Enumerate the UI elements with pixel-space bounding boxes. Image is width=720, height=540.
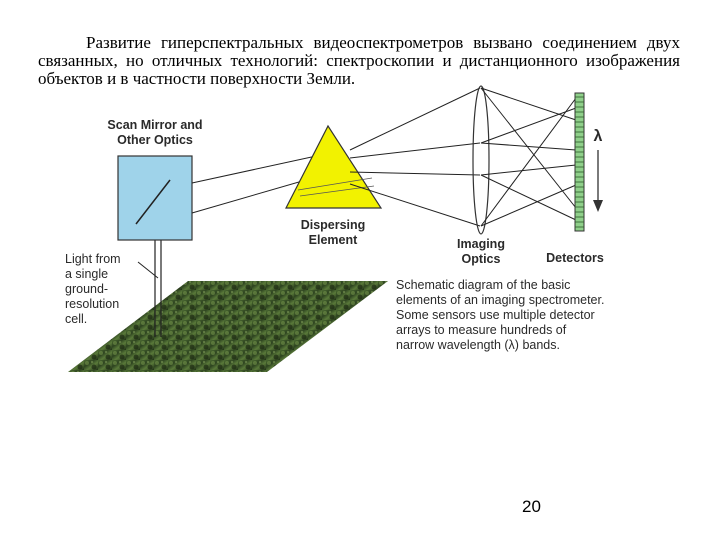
light-note-line1: Light from (65, 252, 145, 267)
imaging-optics-label: Imaging Optics (446, 237, 516, 267)
figure-caption: Schematic diagram of the basic elements … (396, 278, 606, 353)
focus-beam-8 (481, 98, 576, 226)
focus-beam-2 (481, 88, 576, 208)
lambda-symbol: λ (589, 129, 607, 144)
focus-beam-3 (481, 108, 576, 143)
scan-mirror-label-line1: Scan Mirror and (95, 118, 215, 133)
detectors-label-text: Detectors (535, 251, 615, 266)
focus-beam-5 (481, 165, 576, 175)
scan-mirror-label-line2: Other Optics (95, 133, 215, 148)
detectors-label: Detectors (535, 251, 615, 266)
page-number: 20 (522, 497, 541, 517)
light-note-line2: a single (65, 267, 145, 282)
focus-beam-1 (481, 88, 576, 120)
dispersed-beam-2 (350, 143, 480, 158)
focus-beam-7 (481, 185, 576, 226)
focus-beam-6 (481, 175, 576, 220)
light-note-line3: ground- (65, 282, 145, 297)
imaging-label-line1: Imaging (446, 237, 516, 252)
light-note-line5: cell. (65, 312, 145, 327)
imaging-lens (473, 86, 489, 234)
light-source-note: Light from a single ground- resolution c… (65, 252, 145, 327)
lambda-label: λ (589, 129, 607, 144)
focus-beam-4 (481, 143, 576, 150)
dispersed-beam-1 (350, 88, 480, 150)
light-note-line4: resolution (65, 297, 145, 312)
wavelength-arrowhead (593, 200, 603, 212)
imaging-label-line2: Optics (446, 252, 516, 267)
dispersing-label-line2: Element (283, 233, 383, 248)
dispersing-label-line1: Dispersing (283, 218, 383, 233)
dispersed-beam-3 (350, 172, 480, 175)
scan-mirror-box (118, 156, 192, 240)
dispersing-label: Dispersing Element (283, 218, 383, 248)
scan-mirror-label: Scan Mirror and Other Optics (95, 118, 215, 148)
